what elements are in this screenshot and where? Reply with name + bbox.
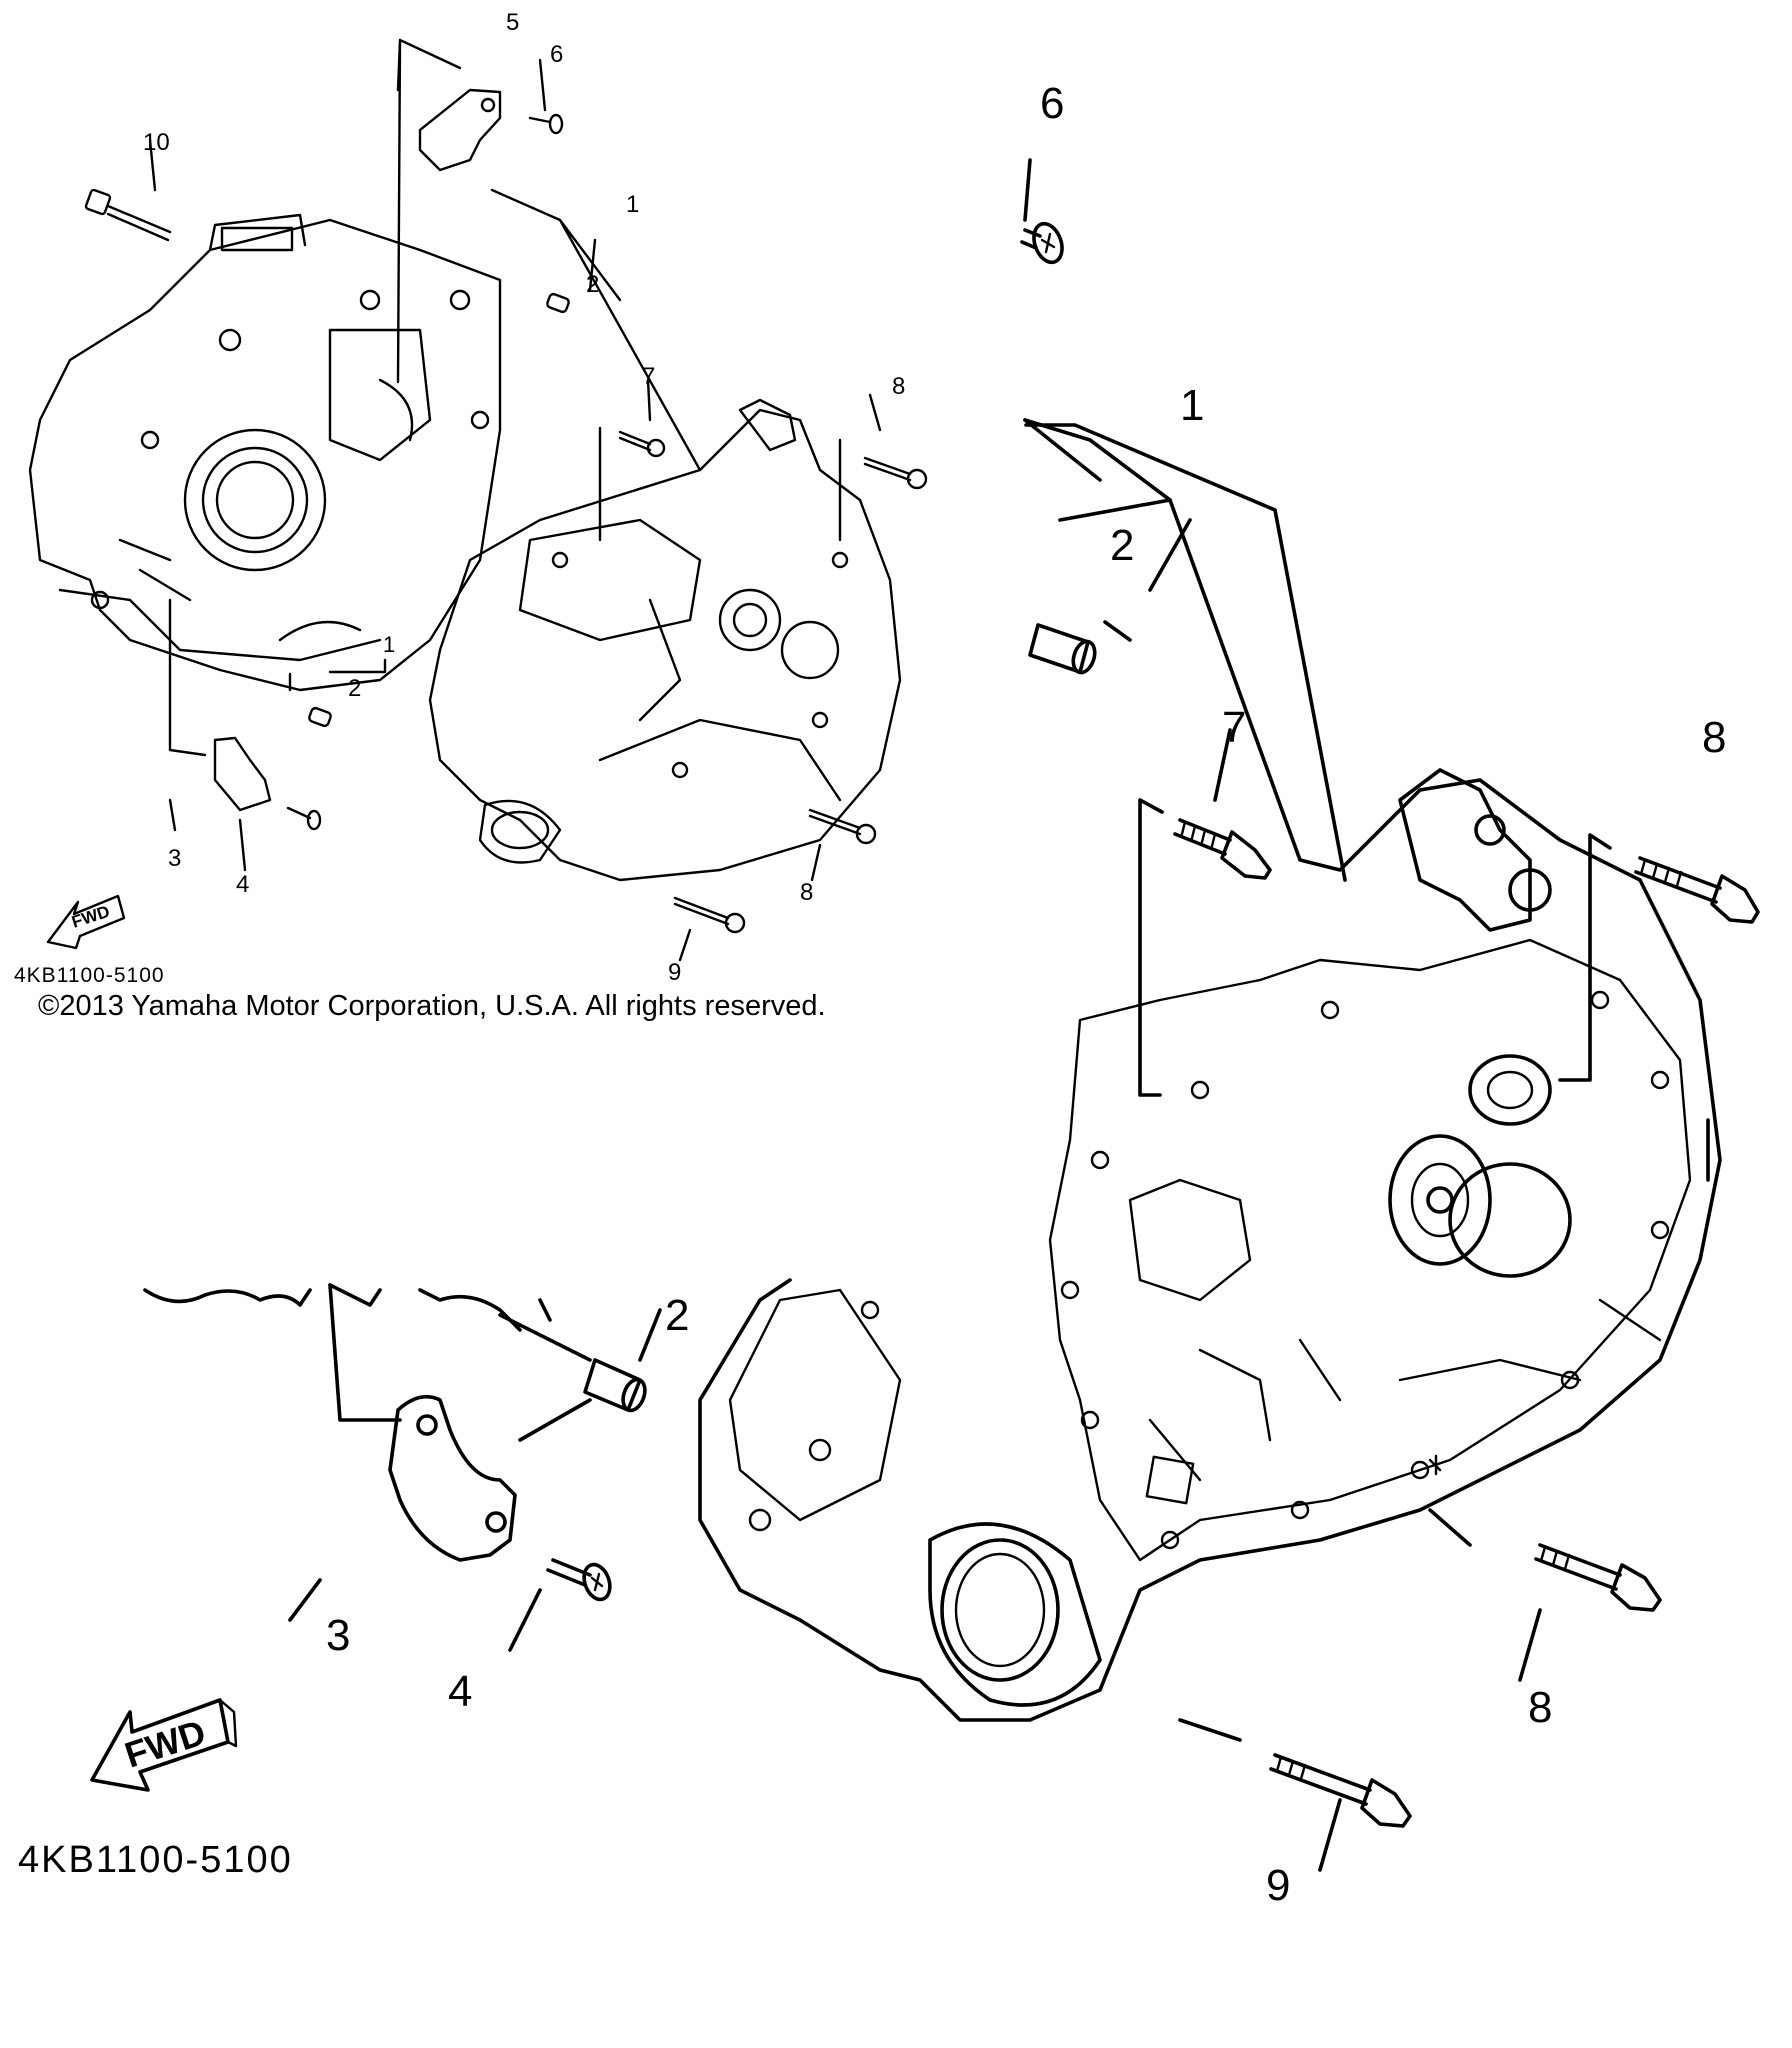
- callout-8-large-upper: 8: [1702, 713, 1726, 762]
- bolt-8-small-upper: [863, 456, 928, 490]
- screw-6-small: [528, 113, 564, 135]
- callout-2-large-upper: 2: [1110, 521, 1134, 570]
- screw-4-large: [546, 1558, 612, 1602]
- callout-3-small: 3: [168, 845, 181, 872]
- dowel-2-large-upper: [1028, 623, 1097, 675]
- screw-4-small: [286, 806, 322, 831]
- bracket-3-small: [213, 736, 272, 812]
- dowel-2-small-upper: [546, 292, 570, 314]
- callout-7-large: 7: [1222, 703, 1246, 752]
- bracket-5-small: [418, 88, 502, 172]
- bolt-7-small: [618, 430, 666, 458]
- callout-8-small-upper: 8: [892, 373, 905, 400]
- callout-7-small: 7: [642, 363, 655, 390]
- zoomed-diagram: FWD 6 1 2 7 8 2 3 4 8 9 4KB1100-5100: [18, 79, 1760, 1910]
- bolt-7-large: [1173, 818, 1272, 880]
- callout-9-small: 9: [668, 959, 681, 986]
- bolt-8-large-lower: [1534, 1543, 1662, 1612]
- callout-8-large-lower: 8: [1528, 1683, 1552, 1732]
- leader-3-large-vertical: [328, 1283, 402, 1422]
- callout-4-large: 4: [448, 1667, 472, 1716]
- crankcase-right-small: [428, 398, 902, 882]
- overview-diagram: FWD 5 6 10 1 2 7 8 1 2 3 4 8 9 4KB1100-5…: [14, 9, 928, 987]
- bracket-3-large: [388, 1394, 517, 1562]
- fwd-arrow-large: FWD: [90, 1698, 238, 1792]
- callout-2-small-upper: 2: [586, 271, 599, 298]
- callout-2-small-lower: 2: [348, 675, 361, 702]
- bolt-8-large-upper: [1634, 856, 1760, 924]
- copyright-text: ©2013 Yamaha Motor Corporation, U.S.A. A…: [38, 990, 826, 1022]
- screw-6-large: [1020, 221, 1064, 265]
- callout-1-small-lower: 1: [383, 632, 395, 657]
- callout-1-small-upper: 1: [626, 191, 639, 218]
- bolt-9-small: [673, 896, 746, 934]
- callout-5-small: 5: [506, 9, 519, 36]
- callout-6-small: 6: [550, 41, 563, 68]
- callout-3-large: 3: [326, 1611, 350, 1660]
- bolt-8-small-lower: [808, 808, 877, 845]
- crankcase-left-partial: [143, 1283, 552, 1332]
- bolt-9-large: [1269, 1753, 1412, 1828]
- callout-10-small: 10: [143, 129, 170, 156]
- fwd-arrow-small: FWD: [46, 894, 126, 950]
- dowel-2-small-lower: [308, 706, 332, 728]
- leader-lines-large: [288, 158, 1710, 1872]
- crankcase-right-large: [698, 418, 1722, 1722]
- dowel-2-large-lower: [583, 1358, 647, 1413]
- bolt-10-small: [84, 188, 172, 242]
- callout-1-large-upper: 1: [1180, 381, 1204, 430]
- callout-8-small-lower: 8: [800, 879, 813, 906]
- fwd-label-large: FWD: [120, 1711, 211, 1775]
- callout-4-small: 4: [236, 871, 249, 898]
- callout-9-large: 9: [1266, 1861, 1290, 1910]
- leader-lines-small: [148, 38, 882, 962]
- crankcase-left-small: [28, 213, 502, 692]
- callout-6-large: 6: [1040, 79, 1064, 128]
- callout-2-large-lower: 2: [665, 1291, 689, 1340]
- part-code-large: 4KB1100-5100: [18, 1839, 293, 1881]
- part-code-small: 4KB1100-5100: [14, 964, 165, 987]
